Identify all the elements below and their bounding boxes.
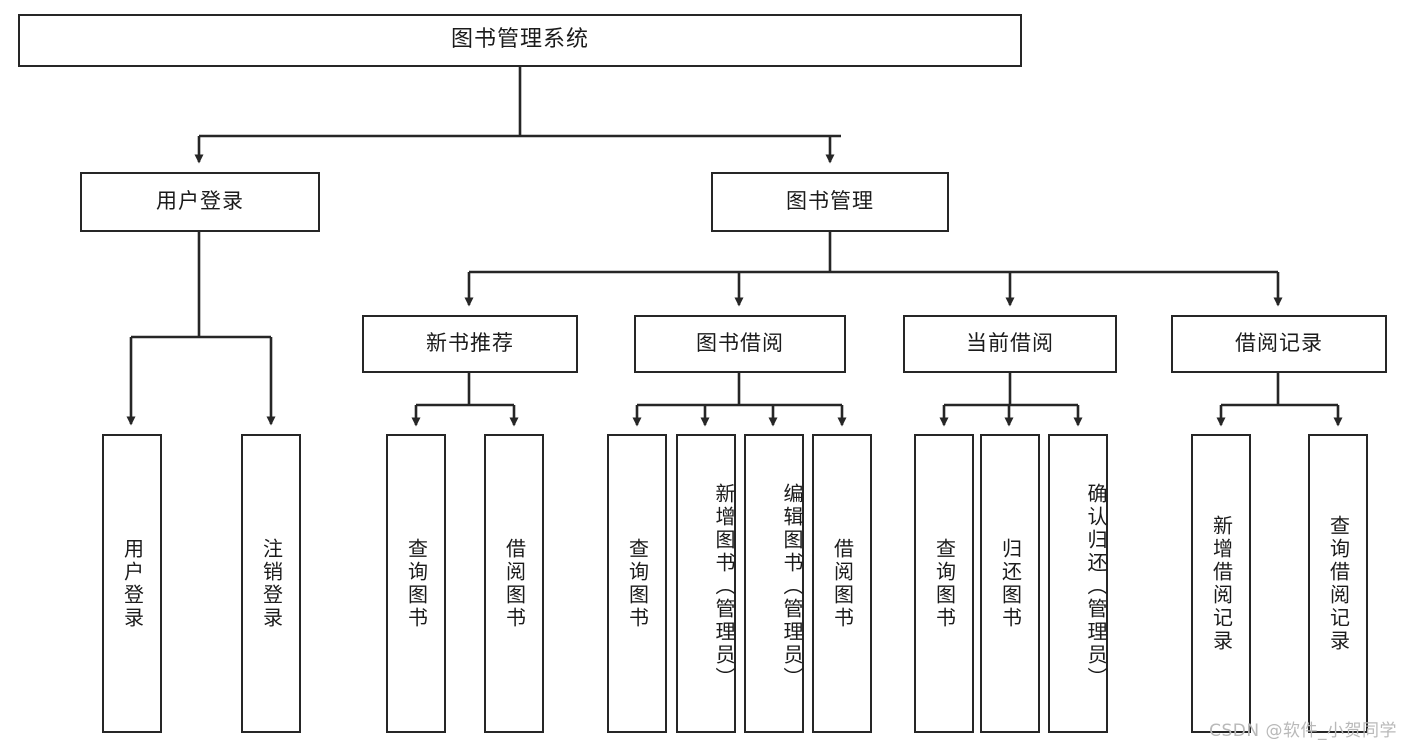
node-leaf-query-book-3[interactable]: 查询图书 — [914, 434, 974, 733]
node-leaf-query-book-1[interactable]: 查询图书 — [386, 434, 446, 733]
node-leaf-query-book-2[interactable]: 查询图书 — [607, 434, 667, 733]
node-leaf-borrow-book-2[interactable]: 借阅图书 — [812, 434, 872, 733]
node-leaf-query-book-2-label: 查询图书 — [625, 537, 650, 630]
node-leaf-user-login-label: 用户登录 — [120, 537, 145, 630]
node-leaf-add-record[interactable]: 新增借阅记录 — [1191, 434, 1251, 733]
node-book-management[interactable]: 图书管理 — [711, 172, 949, 232]
node-leaf-query-record-label: 查询借阅记录 — [1326, 514, 1351, 653]
node-borrow-record-label: 借阅记录 — [1235, 331, 1323, 356]
node-user-login-label: 用户登录 — [156, 189, 244, 214]
node-new-book-recommend[interactable]: 新书推荐 — [362, 315, 578, 373]
node-leaf-query-book-1-label: 查询图书 — [404, 537, 429, 630]
node-current-borrow-label: 当前借阅 — [966, 331, 1054, 356]
node-root-system[interactable]: 图书管理系统 — [18, 14, 1022, 67]
node-leaf-return-book[interactable]: 归还图书 — [980, 434, 1040, 733]
node-leaf-logout-login[interactable]: 注销登录 — [241, 434, 301, 733]
node-new-book-recommend-label: 新书推荐 — [426, 331, 514, 356]
node-leaf-edit-book-label: 编辑图书（管理员） — [780, 483, 804, 690]
node-leaf-return-book-label: 归还图书 — [998, 537, 1023, 630]
node-leaf-add-book-label: 新增图书（管理员） — [712, 483, 736, 690]
node-leaf-borrow-book-2-label: 借阅图书 — [830, 537, 855, 630]
node-leaf-logout-login-label: 注销登录 — [259, 537, 284, 630]
node-current-borrow[interactable]: 当前借阅 — [903, 315, 1117, 373]
node-book-borrow-label: 图书借阅 — [696, 331, 784, 356]
node-book-borrow[interactable]: 图书借阅 — [634, 315, 846, 373]
node-book-management-label: 图书管理 — [786, 189, 874, 214]
node-leaf-confirm-return[interactable]: 确认归还（管理员） — [1048, 434, 1108, 733]
node-leaf-edit-book[interactable]: 编辑图书（管理员） — [744, 434, 804, 733]
node-borrow-record[interactable]: 借阅记录 — [1171, 315, 1387, 373]
node-user-login[interactable]: 用户登录 — [80, 172, 320, 232]
node-leaf-confirm-return-label: 确认归还（管理员） — [1084, 483, 1108, 690]
node-leaf-user-login[interactable]: 用户登录 — [102, 434, 162, 733]
node-leaf-borrow-book-1[interactable]: 借阅图书 — [484, 434, 544, 733]
node-leaf-query-record[interactable]: 查询借阅记录 — [1308, 434, 1368, 733]
node-leaf-borrow-book-1-label: 借阅图书 — [502, 537, 527, 630]
node-leaf-add-record-label: 新增借阅记录 — [1209, 514, 1234, 653]
node-leaf-query-book-3-label: 查询图书 — [932, 537, 957, 630]
node-root-system-label: 图书管理系统 — [450, 27, 589, 53]
node-leaf-add-book[interactable]: 新增图书（管理员） — [676, 434, 736, 733]
